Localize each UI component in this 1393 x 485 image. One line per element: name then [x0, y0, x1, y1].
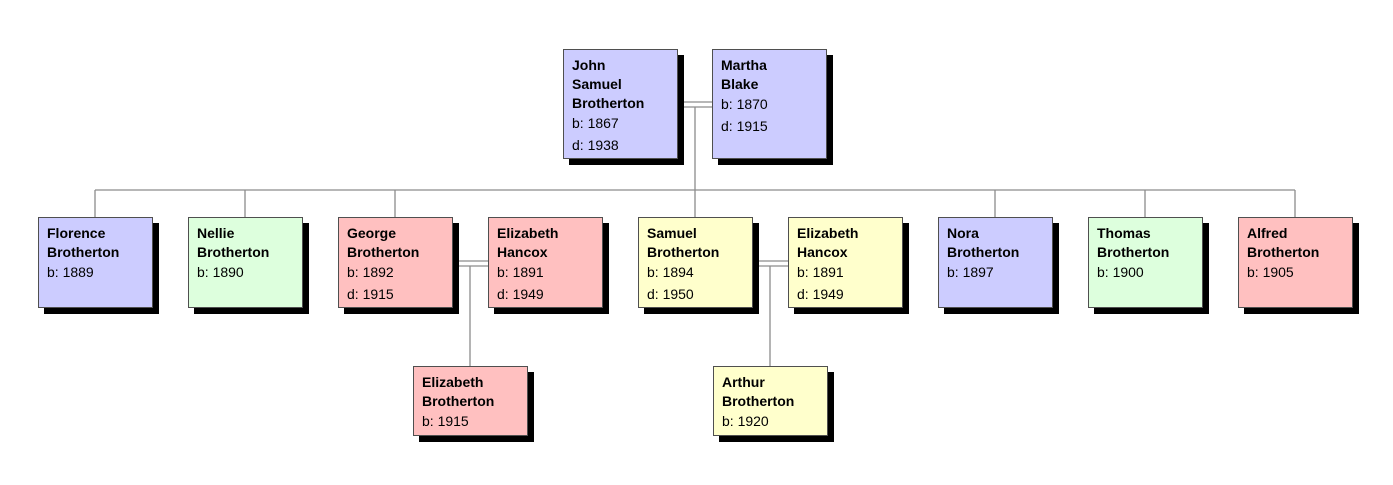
person-card-arthur-brotherton[interactable]: Arthur Brotherton b: 1920	[713, 366, 828, 436]
person-card-elizabeth-hancox[interactable]: Elizabeth Hancox b: 1891 d: 1949	[788, 217, 903, 308]
person-card-elizabeth-brotherton[interactable]: Elizabeth Brotherton b: 1915	[413, 366, 528, 436]
person-died: d: 1938	[572, 137, 619, 153]
person-name: Nora Brotherton	[947, 225, 1020, 260]
person-name: Alfred Brotherton	[1247, 225, 1320, 260]
person-card-george-brotherton[interactable]: George Brotherton b: 1892 d: 1915	[338, 217, 453, 308]
person-died: d: 1915	[347, 286, 394, 302]
person-born: b: 1900	[1097, 264, 1144, 280]
person-died: d: 1949	[497, 286, 544, 302]
person-born: b: 1920	[722, 413, 769, 429]
person-born: b: 1870	[721, 96, 768, 112]
person-card-alfred-brotherton[interactable]: Alfred Brotherton b: 1905	[1238, 217, 1353, 308]
person-died: d: 1950	[647, 286, 694, 302]
person-name: Elizabeth Hancox	[797, 225, 859, 260]
person-card-nora-brotherton[interactable]: Nora Brotherton b: 1897	[938, 217, 1053, 308]
person-card-elizabeth-hancox[interactable]: Elizabeth Hancox b: 1891 d: 1949	[488, 217, 603, 308]
person-born: b: 1894	[647, 264, 694, 280]
person-name: Martha Blake	[721, 57, 767, 92]
person-born: b: 1915	[422, 413, 469, 429]
person-card-martha-blake[interactable]: Martha Blake b: 1870 d: 1915	[712, 49, 827, 159]
person-name: John Samuel Brotherton	[572, 57, 645, 111]
person-name: Elizabeth Hancox	[497, 225, 559, 260]
person-born: b: 1897	[947, 264, 994, 280]
person-name: Arthur Brotherton	[722, 374, 795, 409]
person-name: Florence Brotherton	[47, 225, 120, 260]
person-card-nellie-brotherton[interactable]: Nellie Brotherton b: 1890	[188, 217, 303, 308]
person-born: b: 1891	[497, 264, 544, 280]
person-card-samuel-brotherton[interactable]: Samuel Brotherton b: 1894 d: 1950	[638, 217, 753, 308]
person-card-john-samuel-brotherton[interactable]: John Samuel Brotherton b: 1867 d: 1938	[563, 49, 678, 159]
person-name: Elizabeth Brotherton	[422, 374, 495, 409]
person-died: d: 1949	[797, 286, 844, 302]
person-born: b: 1905	[1247, 264, 1294, 280]
person-card-thomas-brotherton[interactable]: Thomas Brotherton b: 1900	[1088, 217, 1203, 308]
person-card-florence-brotherton[interactable]: Florence Brotherton b: 1889	[38, 217, 153, 308]
person-name: Samuel Brotherton	[647, 225, 720, 260]
person-born: b: 1889	[47, 264, 94, 280]
person-name: Thomas Brotherton	[1097, 225, 1170, 260]
person-died: d: 1915	[721, 118, 768, 134]
person-name: George Brotherton	[347, 225, 420, 260]
person-born: b: 1892	[347, 264, 394, 280]
person-born: b: 1890	[197, 264, 244, 280]
person-born: b: 1891	[797, 264, 844, 280]
person-name: Nellie Brotherton	[197, 225, 270, 260]
person-born: b: 1867	[572, 115, 619, 131]
